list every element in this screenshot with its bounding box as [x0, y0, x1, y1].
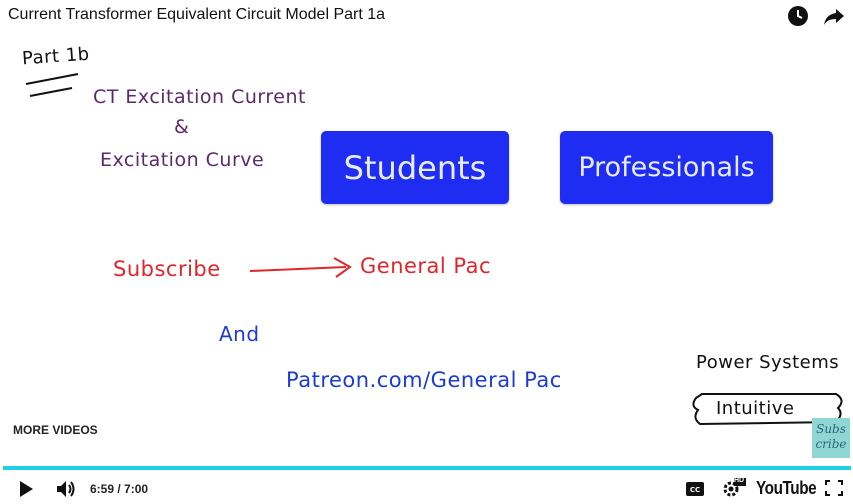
cc-icon[interactable]: CC [686, 482, 704, 501]
fullscreen-icon[interactable] [825, 480, 843, 501]
subscribe-badge-line1: Subs [816, 422, 846, 436]
channel-name: General Pac [360, 254, 492, 278]
clock-icon[interactable] [786, 4, 810, 28]
subscribe-word: Subscribe [113, 257, 221, 281]
settings-icon[interactable]: HD [722, 477, 746, 503]
play-icon[interactable] [18, 480, 34, 503]
youtube-logo[interactable]: YouTube [756, 478, 817, 498]
volume-icon[interactable] [55, 479, 77, 504]
share-icon[interactable] [822, 4, 846, 28]
svg-text:CC: CC [690, 486, 700, 494]
professionals-button[interactable]: Professionals [560, 131, 773, 204]
subscribe-badge-line2: cribe [815, 437, 847, 451]
and-word: And [219, 322, 260, 346]
hd-badge: HD [734, 477, 745, 484]
more-videos-button[interactable]: MORE VIDEOS [13, 423, 98, 437]
topic-line2: Excitation Curve [100, 149, 265, 171]
patreon-url: Patreon.com/General Pac [286, 368, 562, 392]
brand-line2: Intuitive [716, 398, 795, 419]
topic-line1: CT Excitation Current [93, 86, 306, 108]
part-label: Part 1b [21, 43, 91, 70]
part-underline [25, 73, 79, 97]
brand-line1: Power Systems [696, 352, 840, 373]
students-button[interactable]: Students [321, 131, 509, 204]
subscribe-badge[interactable]: Subs cribe [812, 418, 850, 458]
time-display: 6:59 / 7:00 [90, 482, 149, 496]
arrow-icon [249, 257, 352, 278]
video-title[interactable]: Current Transformer Equivalent Circuit M… [8, 6, 386, 23]
player-controls: 6:59 / 7:00 CC HD YouTube [0, 474, 853, 502]
progress-bar[interactable] [3, 466, 851, 470]
topic-ampersand: & [174, 116, 190, 138]
